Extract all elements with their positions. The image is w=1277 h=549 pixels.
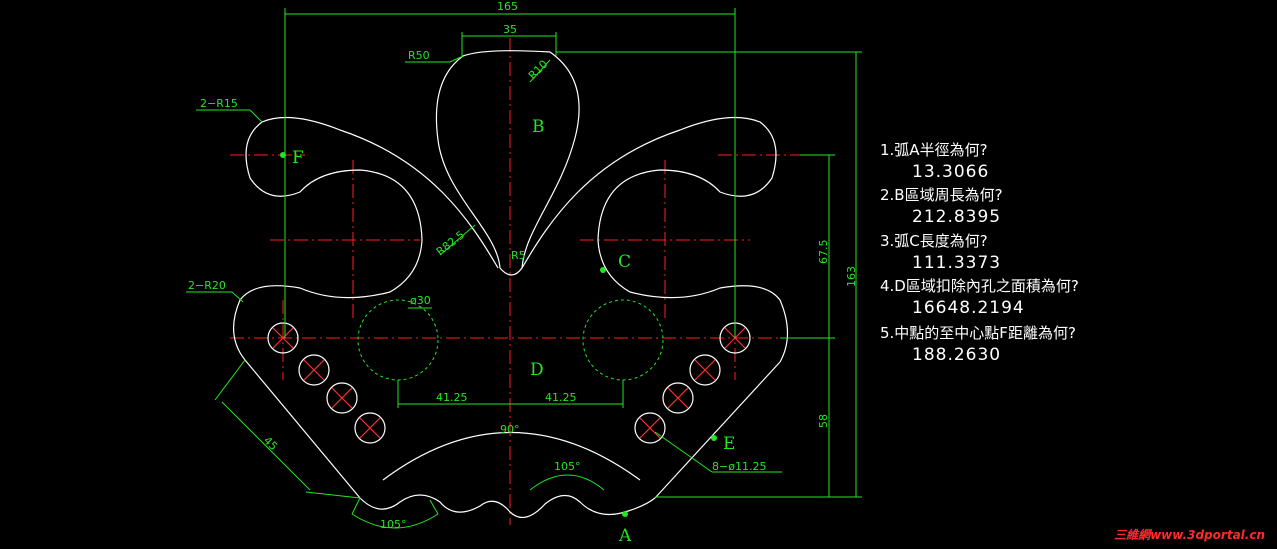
dia30-circle-left (357, 299, 439, 381)
dim-r82: R82.5 (434, 228, 467, 258)
lower-left-edge (244, 359, 361, 499)
dim-45: 45 (261, 434, 280, 453)
dim-165: 165 (497, 0, 518, 13)
dim-r50: R50 (408, 49, 430, 62)
dim-r15: 2−R15 (200, 97, 238, 110)
left-wing-outline (232, 116, 499, 361)
label-c: C (618, 252, 631, 272)
part-outline (232, 50, 789, 519)
question-5: 5.中點的至中心點F距離為何? (880, 324, 1076, 342)
dim-holes: 8−ø11.25 (712, 460, 766, 473)
dim-r10: R10 (526, 58, 550, 82)
region-labels: A B C D E F (292, 117, 735, 546)
dim-67-5: 67.5 (817, 240, 830, 265)
label-e: E (723, 434, 735, 454)
dim-35: 35 (503, 23, 517, 36)
center-lines (230, 38, 830, 525)
dim-r20: 2−R20 (188, 279, 226, 292)
label-a: A (618, 526, 632, 546)
dim-dia30: ø30 (410, 294, 431, 307)
dim-105-top: 105° (554, 460, 581, 473)
watermark: 三維網www.3dportal.cn (1114, 528, 1265, 542)
answer-4: 16648.2194 (912, 298, 1025, 318)
answer-2: 212.8395 (912, 207, 1002, 227)
right-wing-outline (521, 116, 789, 363)
dim-90deg: 90° (500, 423, 520, 436)
lower-right-edge (654, 361, 781, 499)
answer-3: 111.3373 (912, 253, 1002, 273)
bolt-holes (298, 354, 721, 444)
label-points (280, 152, 717, 517)
answer-1: 13.3066 (912, 162, 990, 182)
dia30-circle-right (582, 299, 664, 381)
question-2: 2.B區域周長為何? (880, 186, 1003, 204)
label-b: B (532, 117, 545, 137)
answer-5: 188.2630 (912, 345, 1002, 365)
dimension-lines (186, 8, 862, 529)
bottom-outline (359, 494, 656, 519)
label-d: D (530, 360, 544, 380)
dim-r5: R5 (511, 249, 526, 262)
question-4: 4.D區域扣除內孔之面積為何? (880, 277, 1079, 295)
question-3: 3.弧C長度為何? (880, 232, 988, 250)
dim-163: 163 (845, 266, 858, 287)
dim-41-left: 41.25 (436, 391, 468, 404)
region-b-outline (435, 50, 580, 276)
dim-41-right: 41.25 (545, 391, 577, 404)
inner-arch (382, 431, 641, 481)
label-f: F (292, 148, 304, 168)
dim-105-bottom: 105° (380, 518, 407, 531)
question-1: 1.弧A半徑為何? (880, 141, 988, 159)
dim-58: 58 (817, 414, 830, 428)
end-hole-left (267, 322, 299, 354)
